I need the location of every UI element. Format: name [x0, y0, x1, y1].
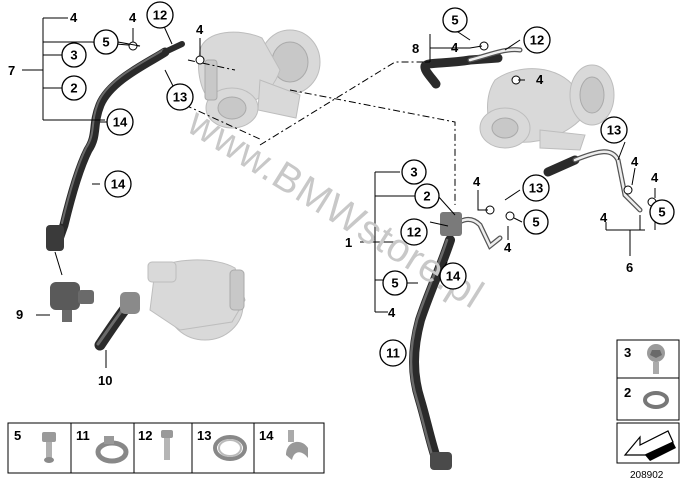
legend-item-12: 12 — [138, 428, 173, 460]
legend-item-14: 14 — [259, 428, 308, 460]
callout-5-d: 5 — [382, 270, 408, 296]
callout-5-b: 5 — [442, 7, 468, 33]
callout-13-c: 13 — [600, 116, 628, 144]
label-8: 8 — [412, 41, 419, 56]
callout-12-a: 12 — [146, 1, 174, 29]
svg-text:12: 12 — [530, 33, 544, 48]
pump-hose-assembly — [50, 251, 140, 351]
legend-right: 3 2 208902 — [616, 339, 680, 481]
legend-item-11: 11 — [76, 428, 129, 464]
svg-text:13: 13 — [529, 181, 543, 196]
svg-text:14: 14 — [111, 177, 126, 192]
clip-icon — [286, 430, 308, 460]
svg-text:13: 13 — [173, 90, 187, 105]
hose-right-pipe — [543, 149, 643, 213]
hex-bolt-icon — [647, 344, 665, 374]
svg-text:2: 2 — [624, 385, 631, 400]
leader-lines — [184, 59, 456, 205]
callout-12-b: 12 — [523, 26, 551, 54]
svg-text:12: 12 — [407, 225, 421, 240]
label-4-e: 4 — [536, 72, 544, 87]
turbocharger-left-illustration — [198, 29, 321, 129]
svg-text:3: 3 — [410, 165, 417, 180]
legend-item-2: 2 — [624, 385, 669, 409]
label-1: 1 — [345, 235, 352, 250]
svg-text:13: 13 — [607, 123, 621, 138]
callout-5-c: 5 — [523, 209, 549, 235]
callout-3-b: 3 — [401, 159, 427, 185]
legend-bottom: 5 11 12 13 — [7, 422, 325, 474]
direction-arrow-icon — [623, 430, 676, 461]
svg-text:5: 5 — [102, 35, 109, 50]
sealing-ring-icon — [643, 391, 669, 409]
svg-text:5: 5 — [658, 205, 665, 220]
svg-text:11: 11 — [386, 346, 400, 361]
label-4-f: 4 — [473, 174, 481, 189]
legend-item-13: 13 — [197, 428, 247, 461]
banjo-bolt-icon — [42, 432, 56, 463]
callout-14-c: 14 — [439, 262, 467, 290]
turbocharger-right-illustration — [479, 64, 615, 151]
label-4-a: 4 — [70, 10, 78, 25]
seal-ring-markers — [128, 41, 657, 221]
svg-text:3: 3 — [70, 48, 77, 63]
svg-text:5: 5 — [451, 13, 458, 28]
hose-clamp-icon — [95, 436, 129, 464]
svg-text:12: 12 — [153, 8, 167, 23]
svg-text:5: 5 — [532, 215, 539, 230]
label-6: 6 — [626, 260, 633, 275]
reference-number: 208902 — [630, 470, 664, 481]
callout-12-c: 12 — [400, 218, 428, 246]
label-4-k: 4 — [600, 210, 608, 225]
svg-text:14: 14 — [446, 269, 461, 284]
label-10: 10 — [98, 373, 112, 388]
callout-2-a: 2 — [61, 75, 87, 101]
svg-text:12: 12 — [138, 428, 152, 443]
legend-item-3: 3 — [624, 344, 665, 374]
label-4-i: 4 — [631, 154, 639, 169]
label-4-d: 4 — [451, 40, 459, 55]
svg-text:14: 14 — [259, 428, 274, 443]
callout-5-a: 5 — [93, 29, 119, 55]
callout-13-a: 13 — [166, 83, 194, 111]
svg-text:13: 13 — [197, 428, 211, 443]
svg-text:11: 11 — [76, 428, 90, 443]
label-4-h: 4 — [388, 305, 396, 320]
callout-5-e: 5 — [649, 199, 675, 225]
legend-item-5: 5 — [14, 428, 56, 463]
label-4-b: 4 — [129, 10, 137, 25]
label-7: 7 — [8, 63, 15, 78]
svg-text:5: 5 — [14, 428, 21, 443]
hose-center-long — [409, 212, 503, 470]
label-4-c: 4 — [196, 22, 204, 37]
hose-left-long — [46, 41, 185, 251]
svg-text:3: 3 — [624, 345, 631, 360]
svg-text:14: 14 — [113, 115, 128, 130]
plain-labels: 4 4 4 7 4 4 8 9 10 4 4 1 4 4 4 4 6 — [8, 10, 659, 388]
svg-text:2: 2 — [70, 81, 77, 96]
screw-icon — [161, 430, 173, 460]
label-4-g: 4 — [504, 240, 512, 255]
callout-3-a: 3 — [61, 42, 87, 68]
callout-14-a: 14 — [106, 108, 134, 136]
svg-text:5: 5 — [391, 276, 398, 291]
callout-11: 11 — [379, 339, 407, 367]
callout-2-b: 2 — [414, 183, 440, 209]
water-pump-illustration — [147, 259, 246, 341]
callout-13-b: 13 — [522, 174, 550, 202]
group-7-bracket — [22, 17, 141, 121]
label-9: 9 — [16, 307, 23, 322]
callout-14-b: 14 — [104, 170, 132, 198]
svg-text:2: 2 — [423, 189, 430, 204]
hose-top-right — [420, 47, 523, 89]
label-4-j: 4 — [651, 170, 659, 185]
band-clamp-icon — [213, 435, 247, 461]
